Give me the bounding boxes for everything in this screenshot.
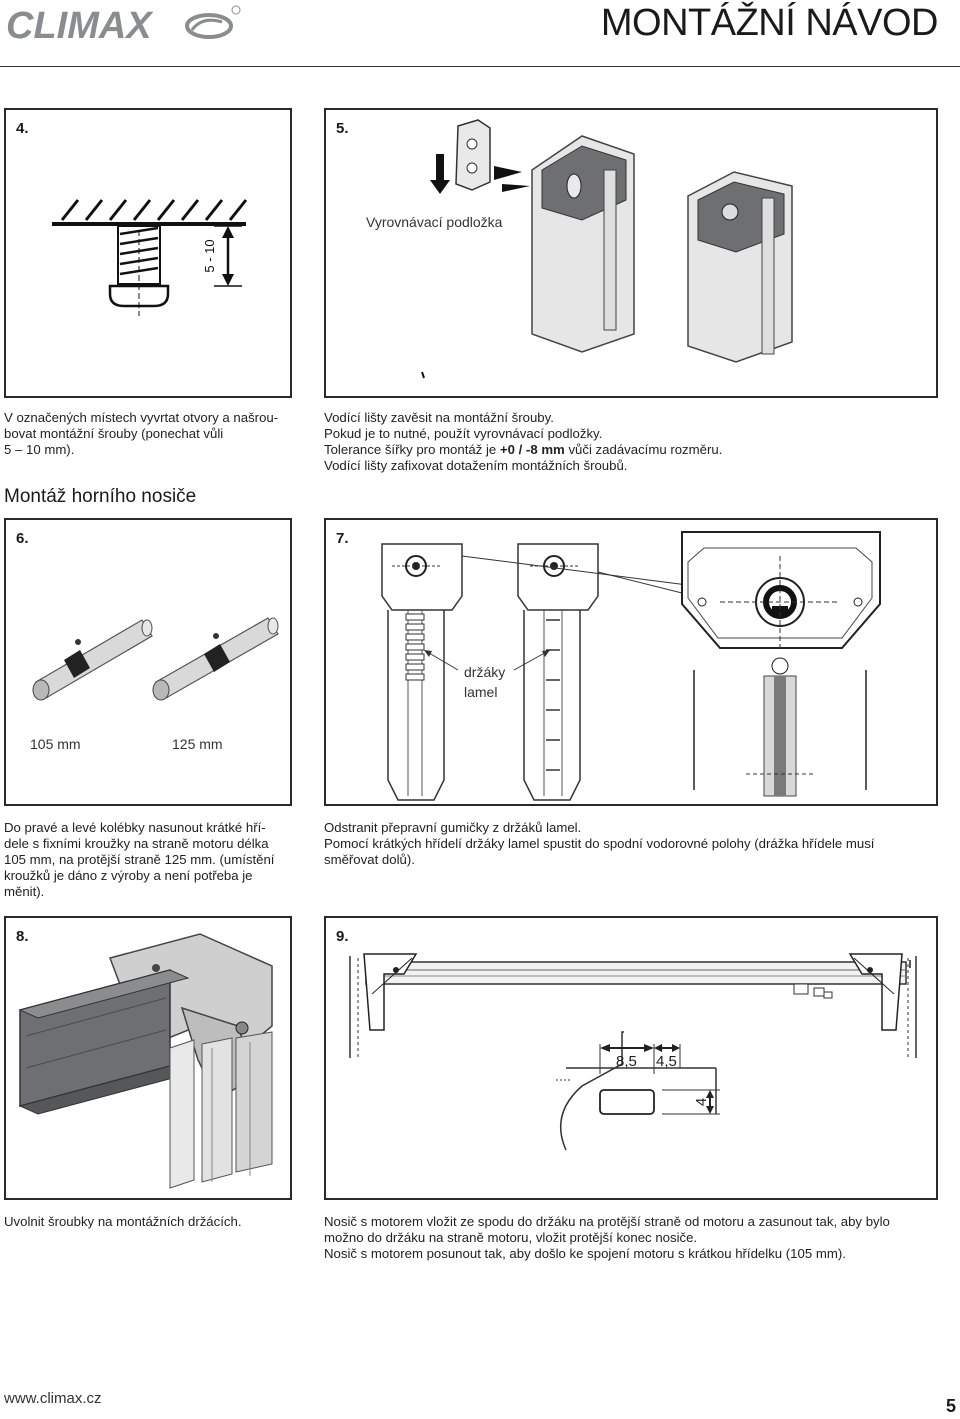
climax-logo-icon: CLIMAX — [6, 5, 241, 47]
screw-mount-illustration: 5 - 10 — [52, 199, 248, 316]
slot-height-label: 4 — [693, 1098, 710, 1106]
step-number: 7. — [336, 530, 349, 547]
step-9-panel: 9. — [324, 916, 938, 1200]
step-7-caption: Odstranit přepravní gumičky z držáků lam… — [324, 820, 875, 867]
header-divider — [0, 66, 960, 67]
step-number: 9. — [336, 928, 349, 945]
step-4-caption: V označených místech vyvrtat otvory a na… — [4, 410, 279, 457]
brand-text: CLIMAX — [6, 5, 154, 47]
step-6-panel: 6. 105 mm 125 mm — [4, 518, 292, 806]
dimension-label: 5 - 10 — [202, 239, 217, 272]
step-8-caption: Uvolnit šroubky na montážních držácích. — [4, 1214, 242, 1229]
step-4-panel: 4. 5 - 10 — [4, 108, 292, 398]
step-5-panel: 5. Vyrovnávací podložka — [324, 108, 938, 398]
footer-url[interactable]: www.climax.cz — [4, 1390, 102, 1407]
step-number: 5. — [336, 120, 349, 137]
carrier-insert-illustration: 8,5 4,5 4 — [349, 953, 917, 1151]
page-number: 5 — [945, 1396, 956, 1416]
page-title: MONTÁŽNÍ NÁVOD — [600, 2, 939, 44]
shim-label: Vyrovnávací podložka — [366, 214, 503, 230]
slot-width-label: 8,5 — [616, 1053, 637, 1070]
brand-logo: CLIMAX — [4, 4, 244, 47]
step-number: 4. — [16, 120, 29, 137]
slat-holder-label: držáky lamel — [464, 664, 506, 700]
step-8-panel: 8. — [4, 916, 292, 1200]
step-6-caption: Do pravé a levé kolébky nasunout krátké … — [4, 820, 275, 899]
slot-offset-label: 4,5 — [656, 1053, 677, 1070]
step-number: 6. — [16, 530, 29, 547]
step-9-caption: Nosič s motorem vložit ze spodu do držák… — [324, 1214, 890, 1261]
short-shafts-illustration — [32, 617, 279, 701]
step-5-caption: Vodící lišty zavěsit na montážní šrouby.… — [324, 410, 944, 474]
section-title: Montáž horního nosiče — [4, 486, 197, 507]
step-number: 8. — [16, 928, 29, 945]
guide-rail-illustration — [421, 119, 793, 379]
shaft-length-left: 105 mm — [30, 736, 81, 752]
step-7-panel: 7. držáky lamel — [324, 518, 938, 806]
carrier-detail-illustration — [381, 531, 881, 801]
mounting-bracket-illustration — [18, 933, 273, 1189]
shaft-length-right: 125 mm — [172, 736, 223, 752]
tolerance-line: Tolerance šířky pro montáž je +0 / -8 mm… — [324, 442, 723, 457]
